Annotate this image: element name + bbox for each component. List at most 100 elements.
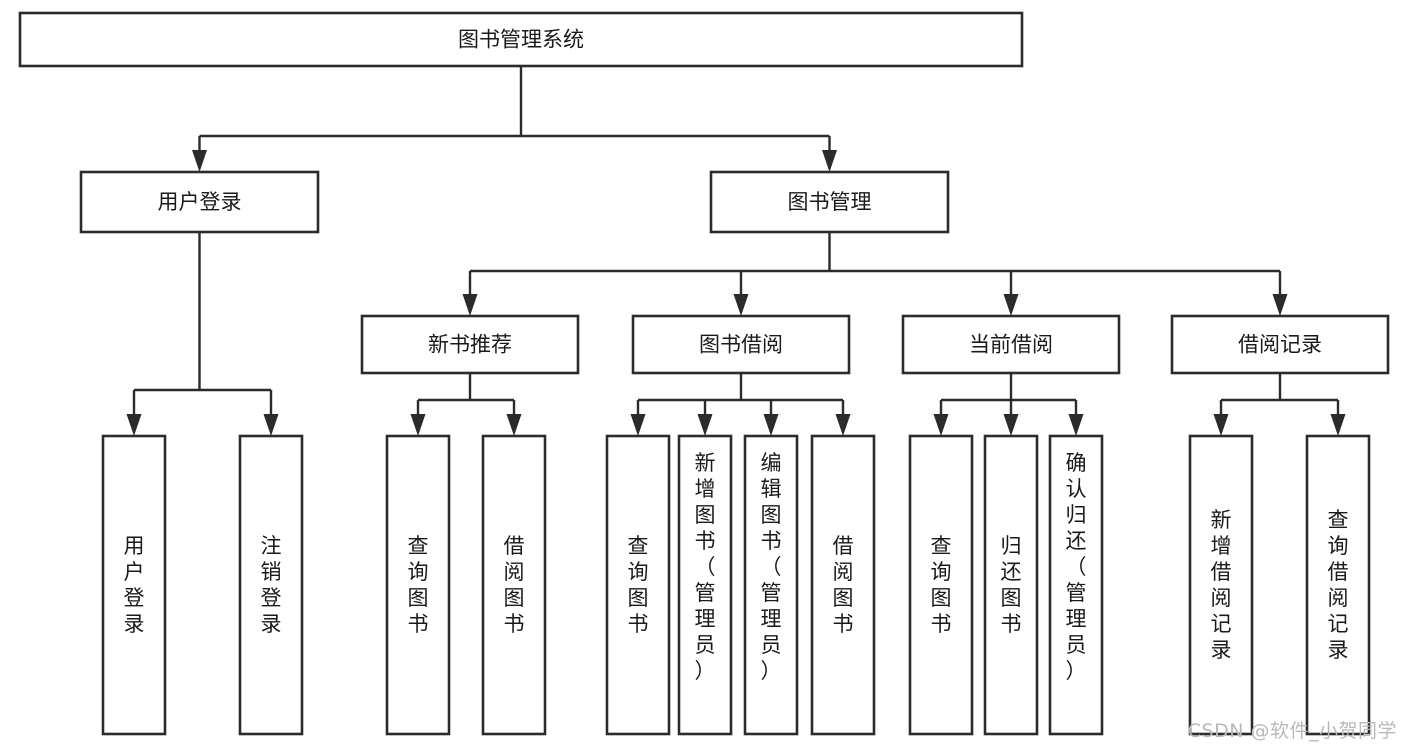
node-box-leaf-query-record: [1305, 434, 1371, 736]
node-label-book-borrow: 图书借阅: [699, 333, 783, 357]
node-label-char: 书: [695, 529, 716, 553]
node-label-char: 图: [504, 586, 525, 610]
connector-newbookrec-to-leaves: [410, 373, 522, 436]
node-label-char: 注: [261, 534, 282, 558]
arrow-head-icon: [763, 414, 779, 436]
node-label-char: 员: [695, 633, 716, 657]
arrow-head-icon: [1068, 414, 1084, 436]
node-label-char: 理: [761, 607, 782, 631]
node-label-char: 管: [1066, 581, 1087, 605]
arrow-head-icon: [630, 414, 646, 436]
node-leaf-logout[interactable]: 注销登录注销登录: [238, 434, 304, 736]
node-label-book-manage: 图书管理: [788, 190, 872, 214]
node-label-char: 书: [833, 612, 854, 636]
arrow-head-icon: [1213, 414, 1229, 436]
arrow-head-icon: [1003, 294, 1019, 316]
node-label-char: 录: [1211, 638, 1232, 662]
node-label-char: 记: [1211, 612, 1232, 636]
node-label-char: 员: [1066, 633, 1087, 657]
node-borrow-record[interactable]: 借阅记录: [1170, 314, 1390, 375]
node-box-leaf-user-login: [101, 434, 167, 736]
node-label-char: 图: [761, 503, 782, 527]
node-label-char: 阅: [1328, 586, 1349, 610]
node-root[interactable]: 图书管理系统: [18, 11, 1024, 68]
arrow-head-icon: [835, 414, 851, 436]
arrow-head-icon: [126, 414, 142, 436]
node-leaf-add-record[interactable]: 新增借阅记录新增借阅记录: [1188, 434, 1254, 736]
node-label-char: 认: [1066, 477, 1087, 501]
arrow-head-icon: [697, 414, 713, 436]
node-label-char: 增: [695, 477, 716, 501]
node-box-leaf-query-book-borrow: [605, 434, 671, 736]
node-label-char: 登: [261, 586, 282, 610]
arrow-head-icon: [506, 414, 522, 436]
node-new-book-rec[interactable]: 新书推荐: [360, 314, 580, 375]
node-label-char: 员: [761, 633, 782, 657]
node-leaf-borrow-book-rec[interactable]: 借阅图书借阅图书: [481, 434, 547, 736]
node-label-char: 新: [1211, 508, 1232, 532]
node-box-leaf-borrow-book: [810, 434, 876, 736]
node-box-book-borrow: [631, 314, 851, 375]
node-label-char: 查: [1328, 508, 1349, 532]
node-box-leaf-query-book-rec: [385, 434, 451, 736]
node-label-char: 还: [1001, 560, 1022, 584]
node-box-leaf-logout: [238, 434, 304, 736]
node-user-login[interactable]: 用户登录: [79, 170, 320, 234]
node-box-leaf-return-book: [983, 434, 1039, 736]
arrow-head-icon: [933, 414, 949, 436]
arrow-head-icon: [263, 414, 279, 436]
node-leaf-query-book-cur[interactable]: 查询图书查询图书: [908, 434, 974, 736]
node-label-char: 理: [1066, 607, 1087, 631]
node-label-char: 录: [1328, 638, 1349, 662]
node-leaf-query-book-rec[interactable]: 查询图书查询图书: [385, 434, 451, 736]
node-box-user-login: [79, 170, 320, 234]
node-leaf-borrow-book[interactable]: 借阅图书借阅图书: [810, 434, 876, 736]
node-label-char: 查: [628, 534, 649, 558]
node-label-char: 图: [931, 586, 952, 610]
node-label-char: 询: [628, 560, 649, 584]
node-label-root: 图书管理系统: [458, 28, 584, 52]
node-box-leaf-add-book: [677, 434, 733, 736]
node-book-borrow[interactable]: 图书借阅: [631, 314, 851, 375]
node-label-char: 询: [931, 560, 952, 584]
node-book-manage[interactable]: 图书管理: [709, 170, 950, 234]
node-label-borrow-record: 借阅记录: [1238, 333, 1322, 357]
node-label-char: 归: [1066, 503, 1087, 527]
node-label-char: ）: [695, 659, 716, 683]
node-label-char: 阅: [504, 560, 525, 584]
node-leaf-user-login[interactable]: 用户登录用户登录: [101, 434, 167, 736]
node-label-char: （: [1066, 555, 1087, 579]
connector-bookborrow-to-leaves: [630, 373, 851, 436]
arrow-head-icon: [1330, 414, 1346, 436]
node-label-char: 图: [408, 586, 429, 610]
node-label-char: 录: [124, 612, 145, 636]
nodes-layer: 图书管理系统用户登录图书管理新书推荐图书借阅当前借阅借阅记录用户登录用户登录注销…: [18, 11, 1390, 736]
node-label-char: 销: [261, 560, 282, 584]
node-label-char: 书: [504, 612, 525, 636]
node-label-char: 查: [408, 534, 429, 558]
node-box-leaf-edit-book: [743, 434, 799, 736]
node-label-char: 管: [695, 581, 716, 605]
arrow-head-icon: [733, 294, 749, 316]
node-label-char: 户: [124, 560, 145, 584]
node-label-new-book-rec: 新书推荐: [428, 333, 512, 357]
node-label-char: 归: [1001, 534, 1022, 558]
node-label-char: 记: [1328, 612, 1349, 636]
node-label-char: 图: [833, 586, 854, 610]
connector-root-to-level2: [192, 66, 837, 172]
node-leaf-query-record[interactable]: 查询借阅记录查询借阅记录: [1305, 434, 1371, 736]
connector-userlogin-to-leaves: [126, 232, 279, 436]
node-label-char: 用: [124, 534, 145, 558]
node-label-char: 询: [1328, 534, 1349, 558]
node-label-char: 书: [931, 612, 952, 636]
node-current-borrow[interactable]: 当前借阅: [901, 314, 1121, 375]
node-label-char: 借: [833, 534, 854, 558]
node-label-char: 确: [1066, 451, 1087, 475]
node-leaf-return-book[interactable]: 归还图书归还图书: [983, 434, 1039, 736]
node-leaf-query-book-borrow[interactable]: 查询图书查询图书: [605, 434, 671, 736]
node-label-current-borrow: 当前借阅: [969, 333, 1053, 357]
node-box-leaf-query-book-cur: [908, 434, 974, 736]
